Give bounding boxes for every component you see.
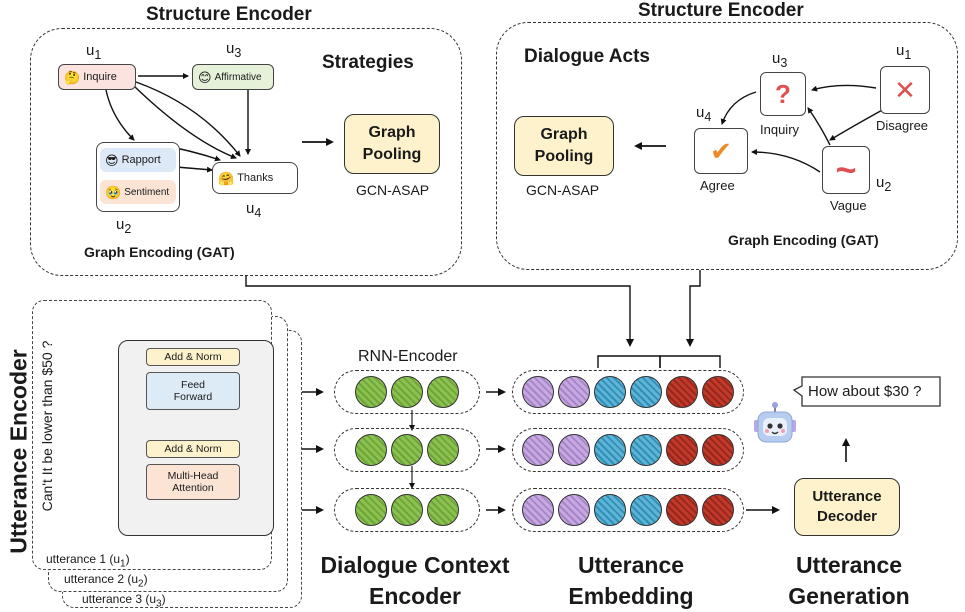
right-structure-title: Structure Encoder bbox=[638, 0, 804, 21]
left-u2-label: u2 bbox=[116, 216, 132, 236]
right-u2-label: u2 bbox=[876, 174, 892, 194]
transformer-block bbox=[118, 340, 274, 536]
inquiry-label: Inquiry bbox=[760, 122, 800, 137]
rnn-cell bbox=[427, 434, 459, 466]
embedding-cell bbox=[666, 434, 698, 466]
embedding-cell bbox=[558, 434, 590, 466]
embedding-cell bbox=[666, 494, 698, 526]
hugging-face-icon: 🤗 bbox=[218, 170, 235, 186]
right-u4-label: u4 bbox=[696, 104, 712, 124]
vague-label: Vague bbox=[830, 198, 867, 213]
left-structure-title: Structure Encoder bbox=[146, 4, 312, 25]
strategy-node-affirmative: 😊 Affirmative bbox=[192, 64, 274, 90]
strategy-node-inquire: 🤔 Inquire bbox=[58, 64, 136, 90]
embedding-cell bbox=[522, 376, 554, 408]
cross-icon: ✕ bbox=[880, 66, 930, 114]
disagree-label: Disagree bbox=[876, 118, 929, 133]
embedding-cell bbox=[594, 376, 626, 408]
smiling-face-icon: 😊 bbox=[198, 69, 212, 85]
embedding-cell bbox=[522, 434, 554, 466]
right-structure-box bbox=[496, 22, 958, 270]
add-norm-top: Add & Norm bbox=[146, 348, 240, 366]
utterance-encoder-title: Utterance Encoder bbox=[5, 349, 32, 554]
rnn-cell bbox=[391, 434, 423, 466]
left-graph-encoding-label: Graph Encoding (GAT) bbox=[84, 244, 235, 260]
tilde-icon: ~ bbox=[822, 146, 870, 194]
embedding-cell bbox=[630, 376, 662, 408]
embedding-cell bbox=[558, 494, 590, 526]
embedding-row-1 bbox=[512, 370, 744, 414]
embedding-cell bbox=[522, 494, 554, 526]
strategy-node-thanks: 🤗 Thanks bbox=[212, 162, 298, 194]
utterance-3-label: utterance 3 (u3) bbox=[82, 592, 166, 610]
structure-to-embedding bbox=[245, 270, 721, 368]
strategy-node-sentiment: 🥹 Sentiment bbox=[100, 180, 176, 204]
embedding-cell bbox=[558, 376, 590, 408]
rnn-cell bbox=[391, 494, 423, 526]
left-u4-label: u4 bbox=[246, 200, 262, 220]
embedding-cell bbox=[594, 494, 626, 526]
cool-face-icon: 😎 bbox=[105, 152, 119, 168]
left-gcn-asap-label: GCN-ASAP bbox=[356, 182, 430, 198]
right-gcn-asap-label: GCN-ASAP bbox=[526, 182, 600, 198]
rnn-row-3 bbox=[334, 488, 480, 532]
embedding-cell bbox=[702, 434, 734, 466]
speech-bubble: How about $30 ? bbox=[792, 376, 944, 408]
rnn-cell bbox=[427, 494, 459, 526]
rnn-cell bbox=[391, 376, 423, 408]
left-structure-box bbox=[30, 28, 462, 276]
embedding-cell bbox=[594, 434, 626, 466]
input-utterance-text: Can't It be lower than $50 ? bbox=[39, 340, 55, 512]
embedding-row-3 bbox=[512, 488, 744, 532]
rnn-encoder-label: RNN-Encoder bbox=[358, 348, 458, 365]
embedding-cell bbox=[630, 494, 662, 526]
rnn-cell bbox=[427, 376, 459, 408]
right-graph-encoding-label: Graph Encoding (GAT) bbox=[728, 232, 879, 248]
embedding-cell bbox=[702, 494, 734, 526]
embedding-cell bbox=[702, 376, 734, 408]
teary-face-icon: 🥹 bbox=[105, 184, 122, 200]
question-mark-icon: ? bbox=[760, 72, 806, 116]
right-u1-label: u1 bbox=[896, 42, 912, 62]
embedding-row-2 bbox=[512, 428, 744, 472]
checkmark-icon: ✔ bbox=[694, 128, 748, 174]
rnn-row-2 bbox=[334, 428, 480, 472]
right-u3-label: u3 bbox=[772, 50, 788, 70]
embedding-cell bbox=[666, 376, 698, 408]
robot-icon bbox=[752, 402, 798, 446]
utterance-1-label: utterance 1 (u1) bbox=[46, 552, 130, 570]
left-u1-label: u1 bbox=[86, 42, 102, 62]
strategies-label: Strategies bbox=[322, 52, 414, 73]
speech-text: How about $30 ? bbox=[808, 383, 922, 400]
agree-label: Agree bbox=[700, 178, 735, 193]
rnn-cell bbox=[355, 376, 387, 408]
utterance-2-label: utterance 2 (u2) bbox=[64, 572, 148, 590]
rnn-cell bbox=[355, 434, 387, 466]
add-norm-bottom: Add & Norm bbox=[146, 440, 240, 458]
acts-graph-edges bbox=[720, 84, 887, 173]
strategy-node-rapport: 😎 Rapport bbox=[100, 148, 176, 172]
left-u3-label: u3 bbox=[226, 40, 242, 60]
thinking-face-icon: 🤔 bbox=[64, 69, 81, 85]
embedding-cell bbox=[630, 434, 662, 466]
dialogue-acts-label: Dialogue Acts bbox=[524, 46, 650, 67]
rnn-cell bbox=[355, 494, 387, 526]
rnn-row-1 bbox=[334, 370, 480, 414]
